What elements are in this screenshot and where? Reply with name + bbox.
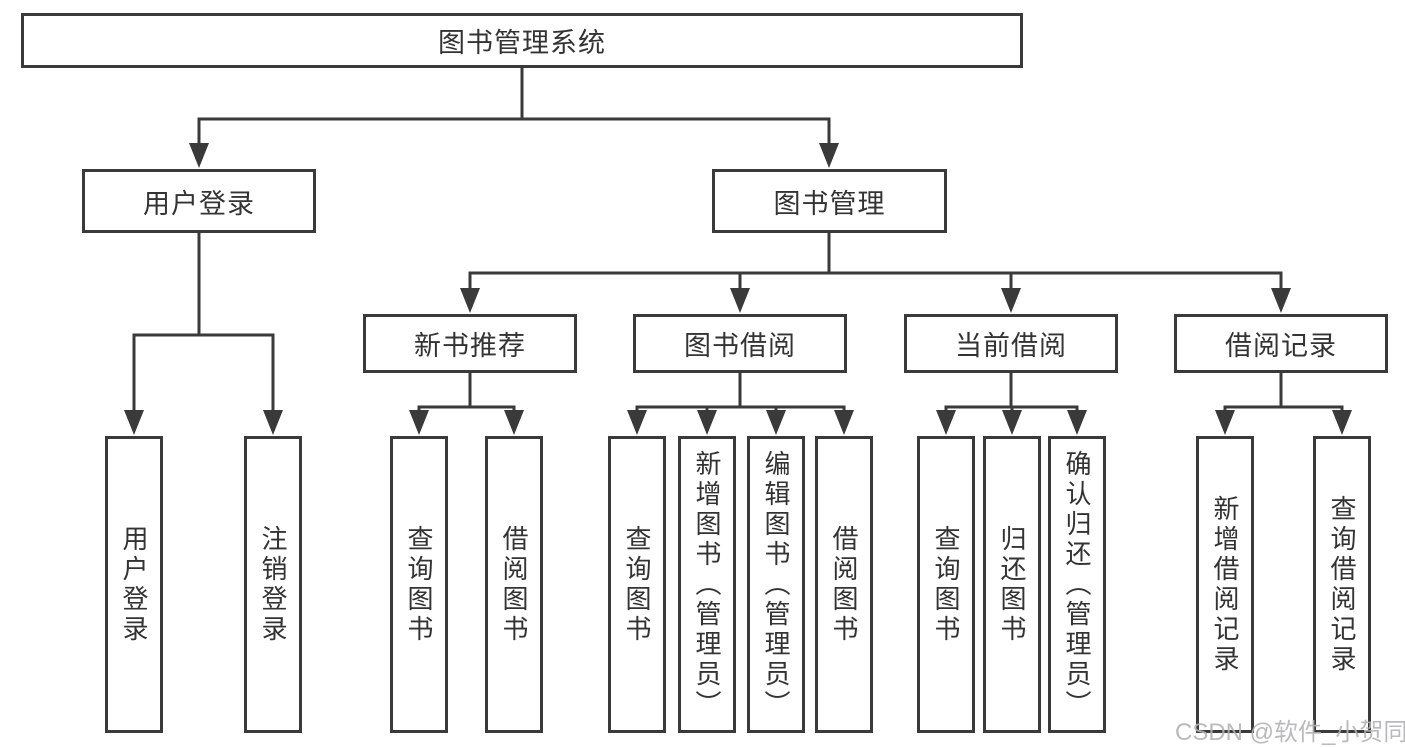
node-book-borrow: 图书借阅	[633, 314, 847, 373]
leaf-confirm-return-admin-label: 确认归还（管理员）	[1062, 449, 1092, 720]
leaf-borrow-books-2: 借阅图书	[815, 436, 873, 733]
leaf-query-books-2-label: 查询图书	[622, 524, 652, 645]
leaf-add-borrow-record-label: 新增借阅记录	[1210, 494, 1240, 675]
leaf-query-books-1-label: 查询图书	[404, 524, 434, 645]
leaf-query-borrow-record: 查询借阅记录	[1313, 436, 1371, 733]
leaf-user-login-label: 用户登录	[119, 524, 149, 645]
leaf-add-borrow-record: 新增借阅记录	[1196, 436, 1254, 733]
leaf-query-books-3: 查询图书	[917, 436, 975, 733]
node-book-management-system: 图书管理系统	[21, 13, 1023, 68]
watermark: CSDN @软件_小贺同学	[1175, 719, 1405, 746]
leaf-query-borrow-record-label: 查询借阅记录	[1327, 494, 1357, 675]
leaf-borrow-books-1: 借阅图书	[485, 436, 543, 733]
node-current-borrow: 当前借阅	[904, 314, 1118, 373]
leaf-query-books-1: 查询图书	[390, 436, 448, 733]
leaf-edit-book-admin: 编辑图书（管理员）	[747, 436, 805, 733]
leaf-return-book-label: 归还图书	[997, 524, 1027, 645]
leaf-borrow-books-2-label: 借阅图书	[829, 524, 859, 645]
leaf-add-book-admin-label: 新增图书（管理员）	[692, 449, 722, 720]
leaf-user-login: 用户登录	[105, 436, 163, 733]
node-book-management: 图书管理	[712, 169, 947, 233]
leaf-borrow-books-1-label: 借阅图书	[499, 524, 529, 645]
leaf-confirm-return-admin: 确认归还（管理员）	[1048, 436, 1106, 733]
leaf-query-books-2: 查询图书	[608, 436, 666, 733]
leaf-logout-label: 注销登录	[258, 524, 288, 645]
leaf-query-books-3-label: 查询图书	[931, 524, 961, 645]
node-user-login: 用户登录	[82, 169, 316, 233]
node-borrow-records: 借阅记录	[1174, 314, 1388, 373]
leaf-logout: 注销登录	[244, 436, 302, 733]
leaf-edit-book-admin-label: 编辑图书（管理员）	[761, 449, 791, 720]
leaf-return-book: 归还图书	[983, 436, 1041, 733]
leaf-add-book-admin: 新增图书（管理员）	[678, 436, 736, 733]
node-new-book-recommend: 新书推荐	[363, 314, 577, 373]
